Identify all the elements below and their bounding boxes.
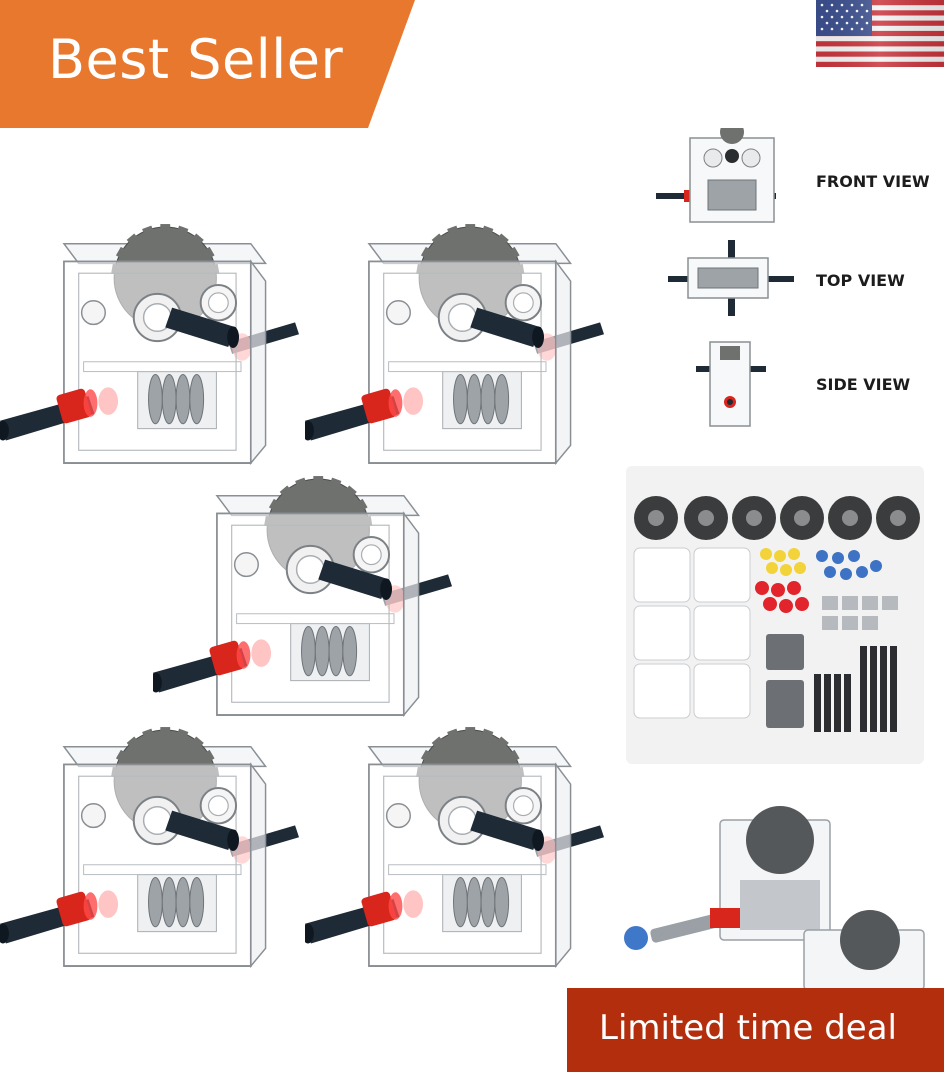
us-flag-icon	[816, 0, 944, 67]
gearbox-illustration-2	[305, 223, 605, 465]
gearbox-illustration-3	[153, 475, 453, 717]
top-view-label: TOP VIEW	[816, 271, 905, 290]
limited-time-deal-label: Limited time deal	[599, 1008, 897, 1048]
parts-kit-art	[633, 496, 920, 732]
limited-time-deal-badge: Limited time deal	[567, 988, 944, 1072]
gearbox-illustration-5	[305, 726, 605, 968]
hand-crank-photo	[624, 806, 925, 990]
best-seller-banner-shape	[0, 0, 415, 128]
front-view-diagram	[656, 128, 776, 223]
view-diagrams	[656, 128, 794, 427]
side-view-label: SIDE VIEW	[816, 375, 911, 394]
side-view-diagram	[696, 341, 766, 427]
orthographic-views: FRONT VIEW TOP VIEW SIDE VIEW	[648, 128, 944, 438]
gearbox-illustration-4	[0, 726, 300, 968]
gearbox-illustration-1	[0, 223, 300, 465]
best-seller-label: Best Seller	[48, 28, 344, 91]
parts-kit-photo	[626, 466, 924, 764]
front-view-label: FRONT VIEW	[816, 172, 930, 191]
top-view-diagram	[668, 240, 794, 316]
